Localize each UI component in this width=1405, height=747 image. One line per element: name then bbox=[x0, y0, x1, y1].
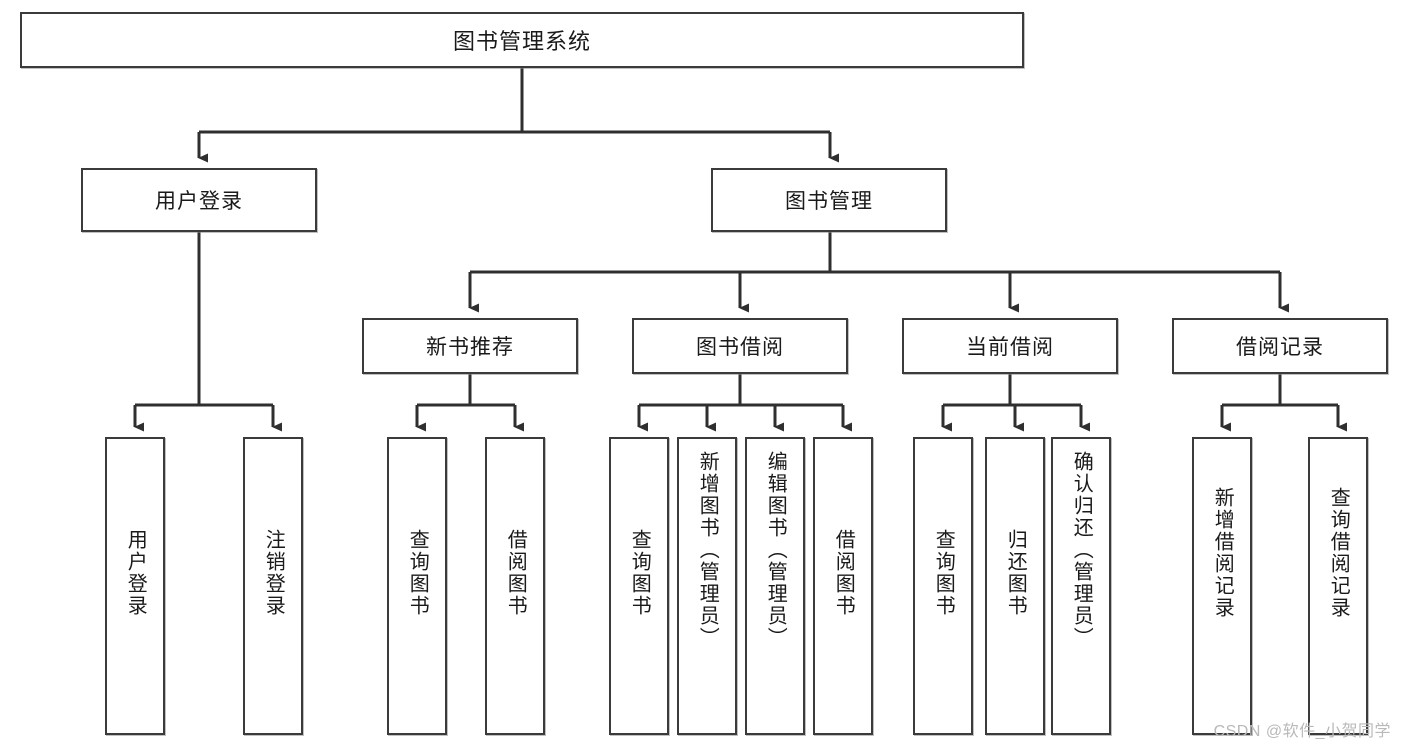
node-new-book-recommend-label: 新书推荐 bbox=[426, 336, 514, 359]
node-leaf-borrow-book-2-label: 借阅图书 bbox=[832, 529, 855, 617]
node-leaf-edit-book-label: 编辑图书（管理员） bbox=[764, 451, 787, 649]
node-borrow-record-label: 借阅记录 bbox=[1236, 336, 1324, 359]
node-leaf-query-record-label: 查询借阅记录 bbox=[1327, 487, 1350, 619]
node-leaf-query-book-2-label: 查询图书 bbox=[628, 529, 651, 617]
node-leaf-query-book-1[interactable]: 查询图书 bbox=[387, 437, 447, 735]
node-leaf-return-book[interactable]: 归还图书 bbox=[985, 437, 1045, 735]
node-book-borrow[interactable]: 图书借阅 bbox=[632, 318, 848, 374]
node-leaf-add-record-label: 新增借阅记录 bbox=[1211, 487, 1234, 619]
node-leaf-add-book[interactable]: 新增图书（管理员） bbox=[677, 437, 737, 735]
node-root-label: 图书管理系统 bbox=[452, 29, 591, 54]
node-leaf-query-book-1-label: 查询图书 bbox=[406, 529, 429, 617]
node-leaf-query-book-3[interactable]: 查询图书 bbox=[913, 437, 973, 735]
node-user-login-label: 用户登录 bbox=[155, 190, 243, 213]
node-leaf-query-record[interactable]: 查询借阅记录 bbox=[1308, 437, 1368, 735]
node-book-borrow-label: 图书借阅 bbox=[696, 336, 784, 359]
node-book-manage[interactable]: 图书管理 bbox=[711, 168, 947, 232]
node-user-login[interactable]: 用户登录 bbox=[81, 168, 317, 232]
node-book-manage-label: 图书管理 bbox=[785, 190, 873, 213]
node-leaf-query-book-2[interactable]: 查询图书 bbox=[609, 437, 669, 735]
node-current-borrow-label: 当前借阅 bbox=[966, 336, 1054, 359]
node-borrow-record[interactable]: 借阅记录 bbox=[1172, 318, 1388, 374]
node-leaf-user-login-label: 用户登录 bbox=[124, 529, 147, 617]
node-leaf-add-record[interactable]: 新增借阅记录 bbox=[1192, 437, 1252, 735]
node-leaf-add-book-label: 新增图书（管理员） bbox=[696, 451, 719, 649]
watermark: CSDN @软件_小贺同学 bbox=[1213, 723, 1391, 740]
node-leaf-return-book-label: 归还图书 bbox=[1004, 529, 1027, 617]
node-leaf-borrow-book-1-label: 借阅图书 bbox=[504, 529, 527, 617]
node-current-borrow[interactable]: 当前借阅 bbox=[902, 318, 1118, 374]
node-leaf-user-logout[interactable]: 注销登录 bbox=[243, 437, 303, 735]
node-root[interactable]: 图书管理系统 bbox=[20, 12, 1024, 68]
node-leaf-borrow-book-1[interactable]: 借阅图书 bbox=[485, 437, 545, 735]
node-new-book-recommend[interactable]: 新书推荐 bbox=[362, 318, 578, 374]
node-leaf-confirm-return-label: 确认归还（管理员） bbox=[1070, 451, 1093, 649]
node-leaf-borrow-book-2[interactable]: 借阅图书 bbox=[813, 437, 873, 735]
node-leaf-user-login[interactable]: 用户登录 bbox=[105, 437, 165, 735]
node-leaf-edit-book[interactable]: 编辑图书（管理员） bbox=[745, 437, 805, 735]
node-leaf-user-logout-label: 注销登录 bbox=[262, 529, 285, 617]
node-leaf-query-book-3-label: 查询图书 bbox=[932, 529, 955, 617]
node-leaf-confirm-return[interactable]: 确认归还（管理员） bbox=[1051, 437, 1111, 735]
